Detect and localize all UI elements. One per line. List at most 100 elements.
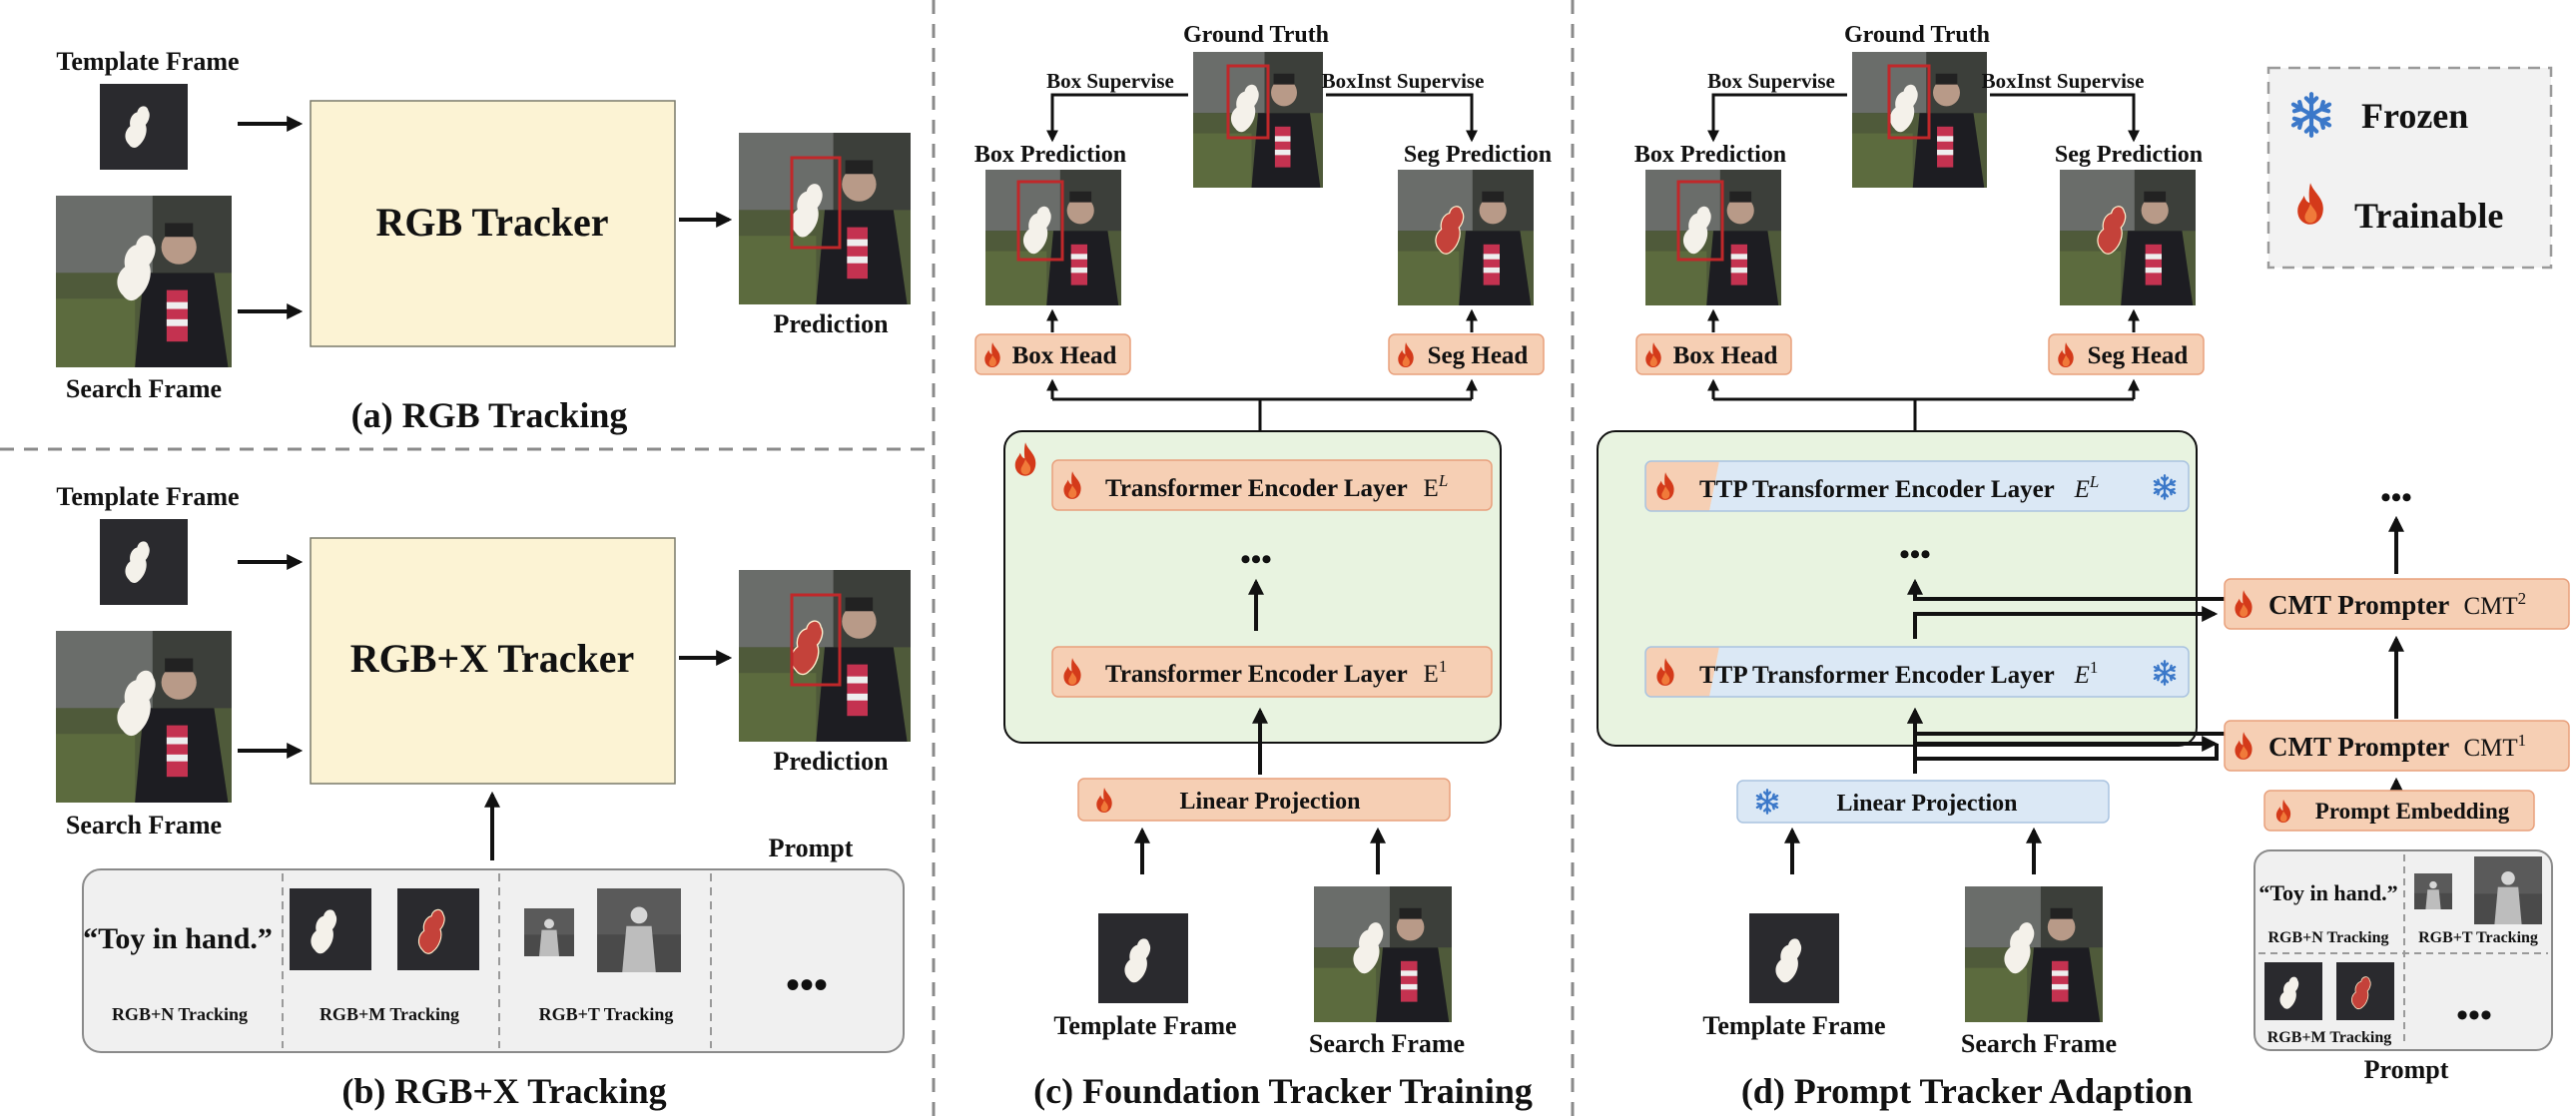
rgb-t-label-b: RGB+T Tracking [539,1004,674,1024]
panel-c: Ground Truth Box Supervise BoxInst Super… [974,22,1552,1111]
thermal-thumb-small-d [2414,873,2452,909]
rgbx-tracker-label: RGB+X Tracker [350,636,635,681]
legend-trainable-label: Trainable [2354,196,2503,236]
ttp-layer-1-d: TTP Transformer Encoder Layer E1 [1644,646,2190,698]
prompt-embedding-label: Prompt Embedding [2315,799,2510,824]
rgb-m-label-b: RGB+M Tracking [320,1004,459,1024]
svg-text:Transformer Encoder Layer: Transformer Encoder Layer EL [1105,471,1448,502]
template-image-c [1098,913,1188,1003]
thermal-thumb-large [597,888,681,972]
mask-thumb-white-d [2264,962,2322,1020]
box-head-label-c: Box Head [1012,342,1117,369]
search-frame-label-c: Search Frame [1309,1029,1465,1058]
box-head-d: Box Head [1635,333,1792,375]
legend-frozen-label: Frozen [2361,96,2468,136]
arrow-cmt2-to-dots-d [1907,578,2225,601]
seg-head-d: Seg Head [2048,333,2205,375]
seg-head-label-d: Seg Head [2088,342,2189,369]
seg-prediction-label-c: Seg Prediction [1404,142,1552,168]
search-image-d [1965,886,2103,1022]
cmt-prompter-1: CMT Prompter CMT1 [2224,720,2570,772]
linear-projection-d: Linear Projection [1736,780,2110,824]
linear-projection-label-d: Linear Projection [1836,791,2017,817]
template-frame-label: Template Frame [56,47,239,76]
cmt-prompter-2: CMT Prompter CMT2 [2224,578,2570,630]
encoder-layer-L-symbol-c: E [1424,475,1439,502]
template-image [100,84,188,170]
ttp-layer-1-symbol-d: E [2074,662,2090,689]
prompt-box-b [82,868,905,1053]
rgbx-tracker-box [310,537,676,785]
template-frame-label-b: Template Frame [56,482,239,511]
seg-prediction-image-c [1398,170,1534,305]
cmt-prompter-1-symbol: CMT [2463,735,2517,762]
ground-truth-label-c: Ground Truth [1183,22,1329,48]
encoder-layer-1-label-c: Transformer Encoder Layer [1105,661,1408,688]
seg-head-c: Seg Head [1388,333,1545,375]
box-prediction-image-d [1645,170,1781,305]
search-frame-label-d: Search Frame [1961,1029,2117,1058]
prediction-label-b: Prediction [773,747,889,776]
encoder-layer-L-sup-c: L [1438,471,1448,490]
cmt-prompter-2-symbol: CMT [2463,593,2517,620]
linear-projection-label-c: Linear Projection [1179,789,1360,815]
template-image-d [1749,913,1839,1003]
prompt-title-d: Prompt [2364,1055,2449,1084]
rgb-m-label-d: RGB+M Tracking [2267,1029,2392,1046]
panel-d: Ground Truth Box Supervise BoxInst Super… [1597,22,2570,1111]
arrow-cmt1-to-ttp1-d [1907,707,2225,736]
prompt-embedding: Prompt Embedding [2263,790,2535,832]
search-image [56,196,232,367]
mask-thumb-white [290,888,371,970]
arrow-ttp1-to-cmt2-d [1913,606,2219,639]
mask-thumb-red [397,888,479,970]
panel-a: Template Frame Search Frame RGB Tracker … [56,47,911,435]
cmt-dots: ••• [2380,481,2412,514]
rgb-tracker-label: RGB Tracker [376,200,609,245]
encoder-layer-L-c: Transformer Encoder Layer EL [1051,459,1493,511]
box-supervise-label-d: Box Supervise [1707,69,1835,93]
arrow-boxinst-supervise-c [1326,93,1478,143]
panel-b: Template Frame Search Frame RGB+X Tracke… [56,482,911,1111]
linear-projection-c: Linear Projection [1077,778,1451,822]
rgb-t-label-d: RGB+T Tracking [2418,929,2538,946]
ground-truth-image-c [1193,52,1323,188]
cmt-prompter-2-label: CMT Prompter [2268,590,2449,620]
prompt-dividers-d [2258,854,2548,1046]
thermal-thumb-large-d [2474,856,2542,924]
svg-text:TTP Transformer Encoder Layer: TTP Transformer Encoder Layer E1 [1699,658,2098,689]
text-prompt-b: “Toy in hand.” [83,922,273,955]
search-image-c [1314,886,1452,1022]
legend: Frozen Trainable [2266,66,2553,270]
prompt-ellipsis-d: ••• [2456,997,2492,1034]
box-head-label-d: Box Head [1673,342,1778,369]
box-head-c: Box Head [974,333,1131,375]
arrow-box-supervise-d [1707,93,1847,143]
seg-prediction-label-d: Seg Prediction [2055,142,2203,168]
boxinst-supervise-label-c: BoxInst Supervise [1322,69,1485,93]
encoder-dots-c: ••• [1240,543,1272,576]
svg-text:Transformer Encoder Layer: Transformer Encoder Layer E1 [1105,657,1447,688]
template-image-b [100,519,188,605]
seg-prediction-image-d [2060,170,2196,305]
ttp-layer-1-label-d: TTP Transformer Encoder Layer [1699,662,2055,689]
ground-truth-label-d: Ground Truth [1844,22,1990,48]
cmt-prompter-2-sup: 2 [2518,589,2527,608]
svg-text:CMT Prompter CMT2: CMT Prompter CMT2 [2268,589,2526,620]
ttp-layer-1-sup-d: 1 [2090,658,2099,677]
ttp-layer-L-d: TTP Transformer Encoder Layer EL [1644,460,2190,512]
seg-head-label-c: Seg Head [1428,342,1529,369]
rgb-n-label-b: RGB+N Tracking [112,1004,248,1024]
encoder-layer-1-c: Transformer Encoder Layer E1 [1051,646,1493,698]
encoder-dots-d: ••• [1899,538,1931,571]
panel-c-caption: (c) Foundation Tracker Training [1033,1071,1533,1111]
svg-text:TTP Transformer Encoder Layer: TTP Transformer Encoder Layer EL [1699,472,2099,503]
cmt-prompter-1-label: CMT Prompter [2268,732,2449,762]
box-supervise-label-c: Box Supervise [1046,69,1174,93]
text-prompt-d: “Toy in hand.” [2258,880,2397,905]
box-prediction-image-c [985,170,1121,305]
encoder-layer-L-label-c: Transformer Encoder Layer [1105,475,1408,502]
mask-thumb-red-d [2336,962,2394,1020]
prompt-ellipsis-b: ••• [786,962,828,1007]
ground-truth-image-d [1852,52,1987,188]
